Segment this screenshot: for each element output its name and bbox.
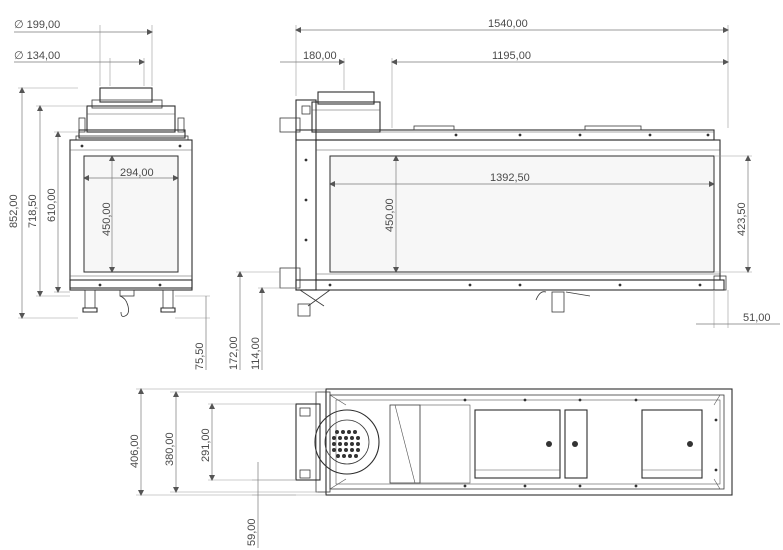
top-dimensions: 406,00 380,00 291,00 59,00 bbox=[129, 388, 326, 548]
dim-718: 718,50 bbox=[27, 194, 39, 228]
dim-114: 114,00 bbox=[250, 337, 262, 370]
dim-dia-134: ∅ 134,00 bbox=[14, 50, 60, 62]
dim-450-front: 450,00 bbox=[101, 202, 113, 236]
front-dimensions: ∅ 199,00 ∅ 134,00 294,00 450,00 852,00 7… bbox=[8, 19, 210, 370]
dim-1195: 1195,00 bbox=[492, 50, 531, 62]
dim-1540: 1540,00 bbox=[488, 18, 528, 30]
side-dimensions: 1540,00 180,00 1195,00 1392,50 450,00 42… bbox=[228, 18, 780, 370]
dim-423: 423,50 bbox=[736, 202, 748, 236]
dim-610: 610,00 bbox=[46, 188, 58, 222]
dim-852: 852,00 bbox=[8, 194, 20, 228]
dim-172: 172,00 bbox=[228, 336, 240, 370]
dim-dia-199: ∅ 199,00 bbox=[14, 19, 60, 31]
side-view bbox=[279, 91, 727, 317]
dim-180: 180,00 bbox=[303, 50, 337, 62]
dim-59: 59,00 bbox=[246, 518, 258, 546]
top-view bbox=[295, 388, 733, 496]
front-view bbox=[69, 87, 193, 317]
dim-406: 406,00 bbox=[129, 434, 141, 468]
burner-grid bbox=[332, 430, 360, 458]
dim-51: 51,00 bbox=[743, 312, 771, 324]
dim-294: 294,00 bbox=[120, 167, 154, 179]
dim-75: 75,50 bbox=[194, 342, 206, 370]
dim-450-side: 450,00 bbox=[384, 198, 396, 232]
dim-1392: 1392,50 bbox=[490, 172, 530, 184]
dim-380: 380,00 bbox=[164, 432, 176, 466]
dim-291: 291,00 bbox=[200, 428, 212, 462]
